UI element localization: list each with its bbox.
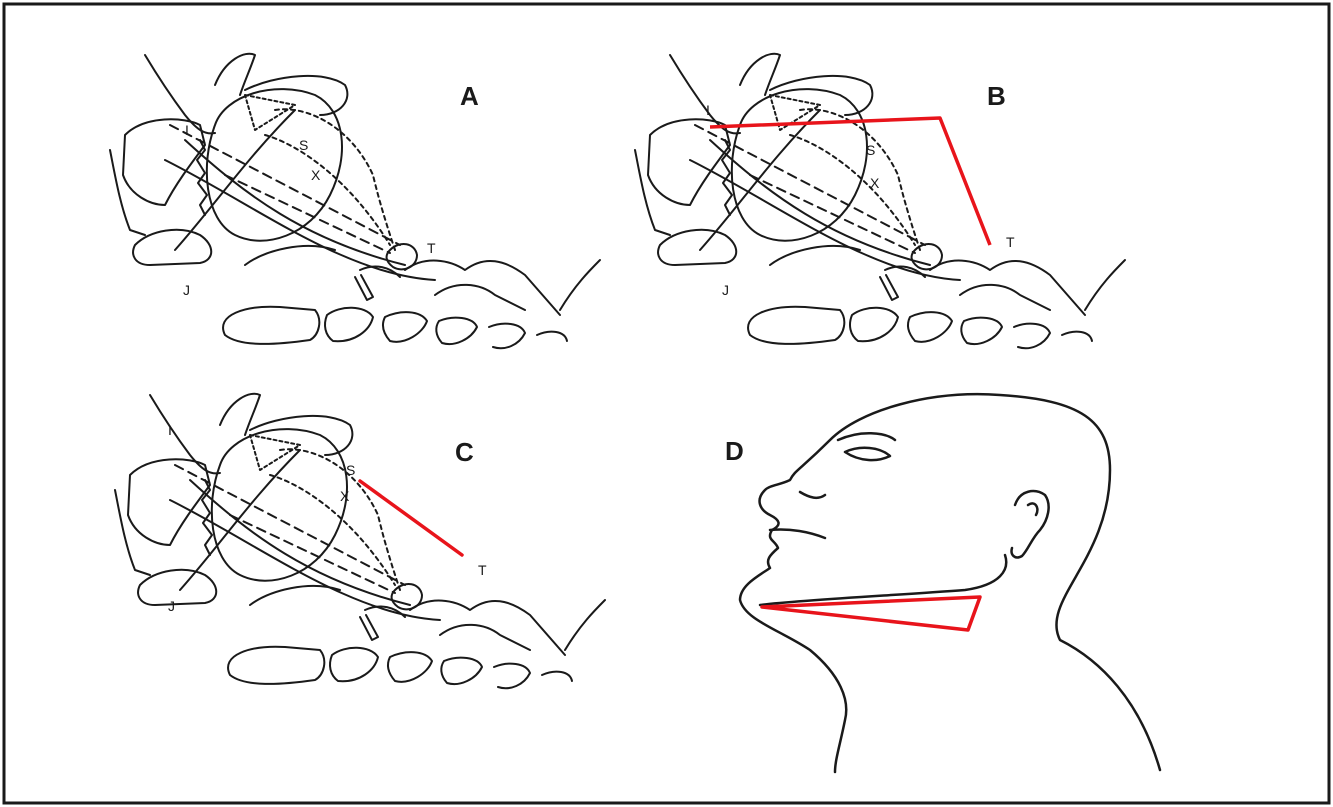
- point-label-s: S: [866, 142, 875, 158]
- point-label-i: I: [168, 422, 172, 438]
- point-label-x: X: [340, 488, 350, 504]
- point-label-t: T: [1006, 234, 1015, 250]
- point-label-j: J: [183, 282, 190, 298]
- point-label-i: I: [185, 122, 189, 138]
- panel-label-b: B: [987, 81, 1006, 111]
- point-label-s: S: [299, 137, 308, 153]
- panel-label-c: C: [455, 437, 474, 467]
- point-label-i: I: [706, 102, 710, 118]
- point-label-t: T: [427, 240, 436, 256]
- panel-label-d: D: [725, 436, 744, 466]
- point-label-j: J: [168, 598, 175, 614]
- point-label-t: T: [478, 562, 487, 578]
- point-label-x: X: [311, 167, 321, 183]
- point-label-j: J: [722, 282, 729, 298]
- point-label-s: S: [346, 462, 355, 478]
- panel-label-a: A: [460, 81, 479, 111]
- point-label-x: X: [870, 175, 880, 191]
